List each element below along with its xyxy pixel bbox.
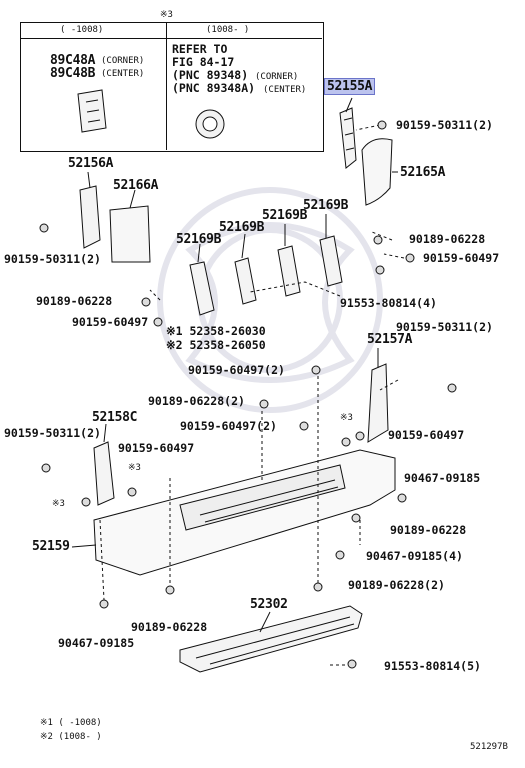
part-52358-26050[interactable]: ※2 52358-26050 bbox=[166, 338, 266, 352]
part-52169b-label-1[interactable]: 52169B bbox=[176, 232, 222, 247]
part-52169b-label-2[interactable]: 52169B bbox=[219, 220, 265, 235]
inset-right-line2: FIG 84-17 bbox=[172, 55, 235, 69]
solid-leaders bbox=[71, 97, 398, 633]
inset-left-part-a-note: (CORNER) bbox=[101, 56, 145, 66]
part-90189-06228-2b[interactable]: 90189-06228(2) bbox=[348, 578, 445, 592]
part-90467-09185-4[interactable]: 90467-09185(4) bbox=[366, 549, 463, 563]
inset-col-right-header: (1008- ) bbox=[206, 25, 250, 35]
pad-52166a bbox=[109, 205, 151, 263]
part-90159-60497-2[interactable]: 90159-60497(2) bbox=[188, 363, 285, 377]
part-90159-60497-c[interactable]: 90159-60497 bbox=[388, 428, 465, 442]
part-52159-label[interactable]: 52159 bbox=[32, 539, 70, 554]
part-90159-50311-b[interactable]: 90159-50311(2) bbox=[4, 252, 101, 266]
inset-right-line1: REFER TO bbox=[172, 42, 228, 56]
inset-box bbox=[20, 22, 324, 152]
part-90159-60497-d[interactable]: 90159-60497 bbox=[118, 441, 195, 455]
part-52156a-label[interactable]: 52156A bbox=[68, 156, 114, 171]
step-plate-52302 bbox=[179, 605, 363, 673]
part-90189-06228-m[interactable]: 90189-06228 bbox=[390, 523, 467, 537]
inset-right-line3[interactable]: (PNC 89348) bbox=[172, 68, 249, 82]
inset-left-part-b[interactable]: 89C48B bbox=[50, 66, 96, 81]
mark3-a: ※3 bbox=[340, 413, 353, 423]
part-90159-60497-2b[interactable]: 90159-60497(2) bbox=[180, 419, 277, 433]
inset-left-part-a[interactable]: 89C48A bbox=[50, 53, 96, 68]
bracket-52157a bbox=[367, 363, 389, 443]
part-91553-80814-5[interactable]: 91553-80814(5) bbox=[384, 659, 481, 673]
mark3-b: ※3 bbox=[128, 463, 141, 473]
bracket-52158c bbox=[93, 441, 115, 506]
bracket-52156a bbox=[79, 185, 101, 249]
part-52169b-label-4[interactable]: 52169B bbox=[303, 198, 349, 213]
part-90467-09185-b[interactable]: 90467-09185 bbox=[58, 636, 135, 650]
part-90159-50311-c[interactable]: 90159-50311(2) bbox=[396, 320, 493, 334]
part-90159-60497-l[interactable]: 90159-60497 bbox=[72, 315, 149, 329]
part-90159-50311-a[interactable]: 90159-50311(2) bbox=[396, 118, 493, 132]
part-52155a-label[interactable]: 52155A bbox=[324, 78, 376, 95]
inset-header-row bbox=[20, 22, 322, 39]
leader-lines bbox=[99, 124, 405, 666]
part-90189-06228-r[interactable]: 90189-06228 bbox=[409, 232, 486, 246]
part-90189-06228-b[interactable]: 90189-06228 bbox=[131, 620, 208, 634]
inset-left-part-b-note: (CENTER) bbox=[101, 69, 145, 79]
mark3-c: ※3 bbox=[52, 499, 65, 509]
inset-right-line3-note: (CORNER) bbox=[255, 72, 299, 82]
fastener-group bbox=[39, 120, 457, 669]
part-52358-26030[interactable]: ※1 52358-26030 bbox=[166, 324, 266, 338]
inset-clip-right bbox=[195, 109, 225, 139]
corner-pad-52165a bbox=[361, 138, 393, 206]
part-52165a-label[interactable]: 52165A bbox=[400, 165, 446, 180]
inset-right-line4[interactable]: (PNC 89348A) bbox=[172, 81, 256, 95]
footnote-1: ※1 ( -1008) bbox=[40, 718, 102, 728]
bracket-52155a bbox=[339, 107, 357, 169]
inset-col-left-header: ( -1008) bbox=[60, 25, 104, 35]
part-52166a-label[interactable]: 52166A bbox=[113, 178, 159, 193]
part-52157a-label[interactable]: 52157A bbox=[367, 332, 413, 347]
inset-clip-left bbox=[77, 89, 107, 133]
part-90467-09185-r[interactable]: 90467-09185 bbox=[404, 471, 481, 485]
part-91553-80814-4[interactable]: 91553-80814(4) bbox=[340, 296, 437, 310]
inset-right-line4-note: (CENTER) bbox=[263, 85, 307, 95]
part-90189-06228-l[interactable]: 90189-06228 bbox=[36, 294, 113, 308]
inset-mark: ※3 bbox=[160, 10, 173, 20]
part-52302-label[interactable]: 52302 bbox=[250, 597, 288, 612]
part-52169b-label-3[interactable]: 52169B bbox=[262, 208, 308, 223]
footnote-2: ※2 (1008- ) bbox=[40, 732, 102, 742]
part-90159-60497-r[interactable]: 90159-60497 bbox=[423, 251, 500, 265]
bumper-cover-52159 bbox=[93, 449, 396, 576]
part-52158c-label[interactable]: 52158C bbox=[92, 410, 138, 425]
part-90159-50311-d[interactable]: 90159-50311(2) bbox=[4, 426, 101, 440]
part-90189-06228-2a[interactable]: 90189-06228(2) bbox=[148, 394, 245, 408]
figure-id: 521297B bbox=[470, 742, 508, 752]
inset-divider bbox=[166, 22, 167, 150]
